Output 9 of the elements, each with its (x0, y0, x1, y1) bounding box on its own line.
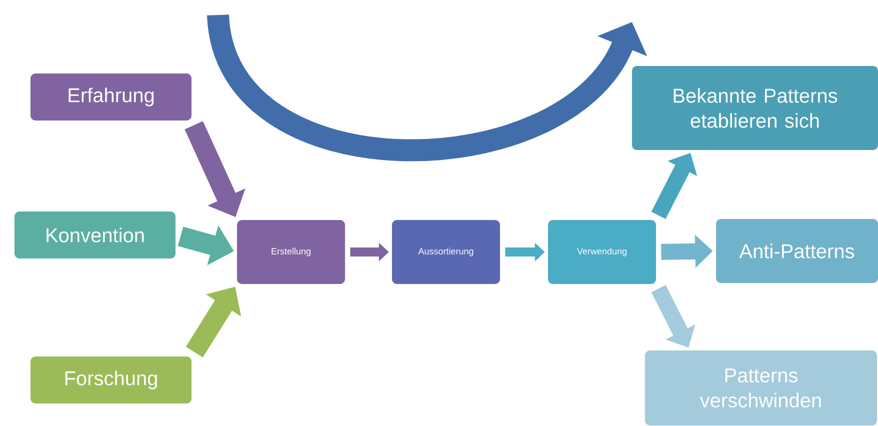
source-box: Forschung (30, 356, 192, 404)
process-box: Verwendung (548, 220, 656, 284)
source-box: Erfahrung (30, 74, 192, 120)
outcome-box: Anti-Patterns (716, 219, 878, 283)
process-box: Aussortierung (392, 220, 500, 284)
source-box: Konvention (14, 212, 176, 258)
outcome-box: Bekannte Patterns etablieren sich (632, 66, 878, 150)
process-box: Erstellung (237, 220, 345, 284)
outcome-box: Patterns verschwinden (645, 350, 877, 426)
